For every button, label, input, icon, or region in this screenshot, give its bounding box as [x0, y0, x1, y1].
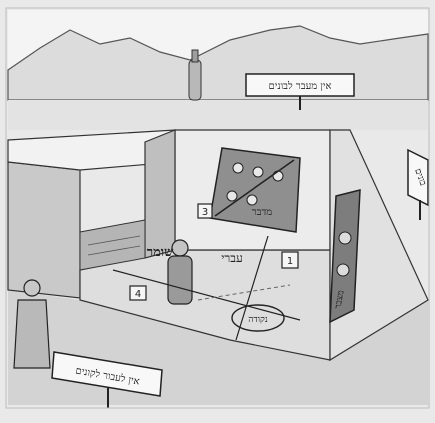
left-block-front [8, 162, 80, 298]
floor-marker-left-text: 4 [135, 289, 141, 300]
guard-label: שומר [147, 245, 174, 260]
wall-board: מדבר [210, 148, 300, 232]
floor-marker-right-text: 1 [287, 256, 293, 267]
floor-marker-center: 3 [198, 204, 212, 218]
wall-board-label: מדבר [252, 207, 273, 218]
floor-circle-label: נקודה [248, 315, 268, 325]
sign-top-center-text: אין מעבר לבונים [268, 80, 331, 92]
floor-ivri-label: עברי [221, 251, 243, 265]
ground-far [8, 100, 428, 130]
left-inner-wall [145, 130, 175, 258]
floor-marker-left: 4 [130, 286, 146, 300]
floor-marker-right: 1 [282, 252, 298, 268]
floor-marker-center-text: 3 [202, 207, 208, 218]
